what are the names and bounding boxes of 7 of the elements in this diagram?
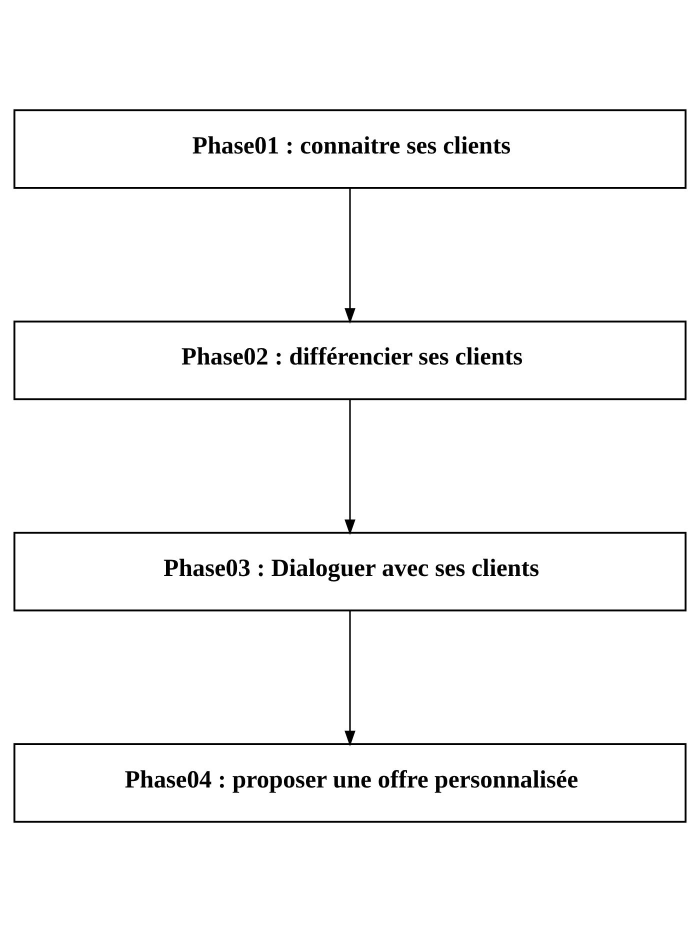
node-box: Phase03 : Dialoguer avec ses clients [13, 531, 687, 611]
node-box: Phase02 : différencier ses clients [13, 320, 687, 400]
arrow [344, 610, 356, 746]
arrow [344, 399, 356, 535]
node-box: Phase04 : proposer une offre personnalisée [13, 742, 687, 822]
arrow [344, 188, 356, 324]
node-box: Phase01 : connaitre ses clients [13, 108, 687, 188]
